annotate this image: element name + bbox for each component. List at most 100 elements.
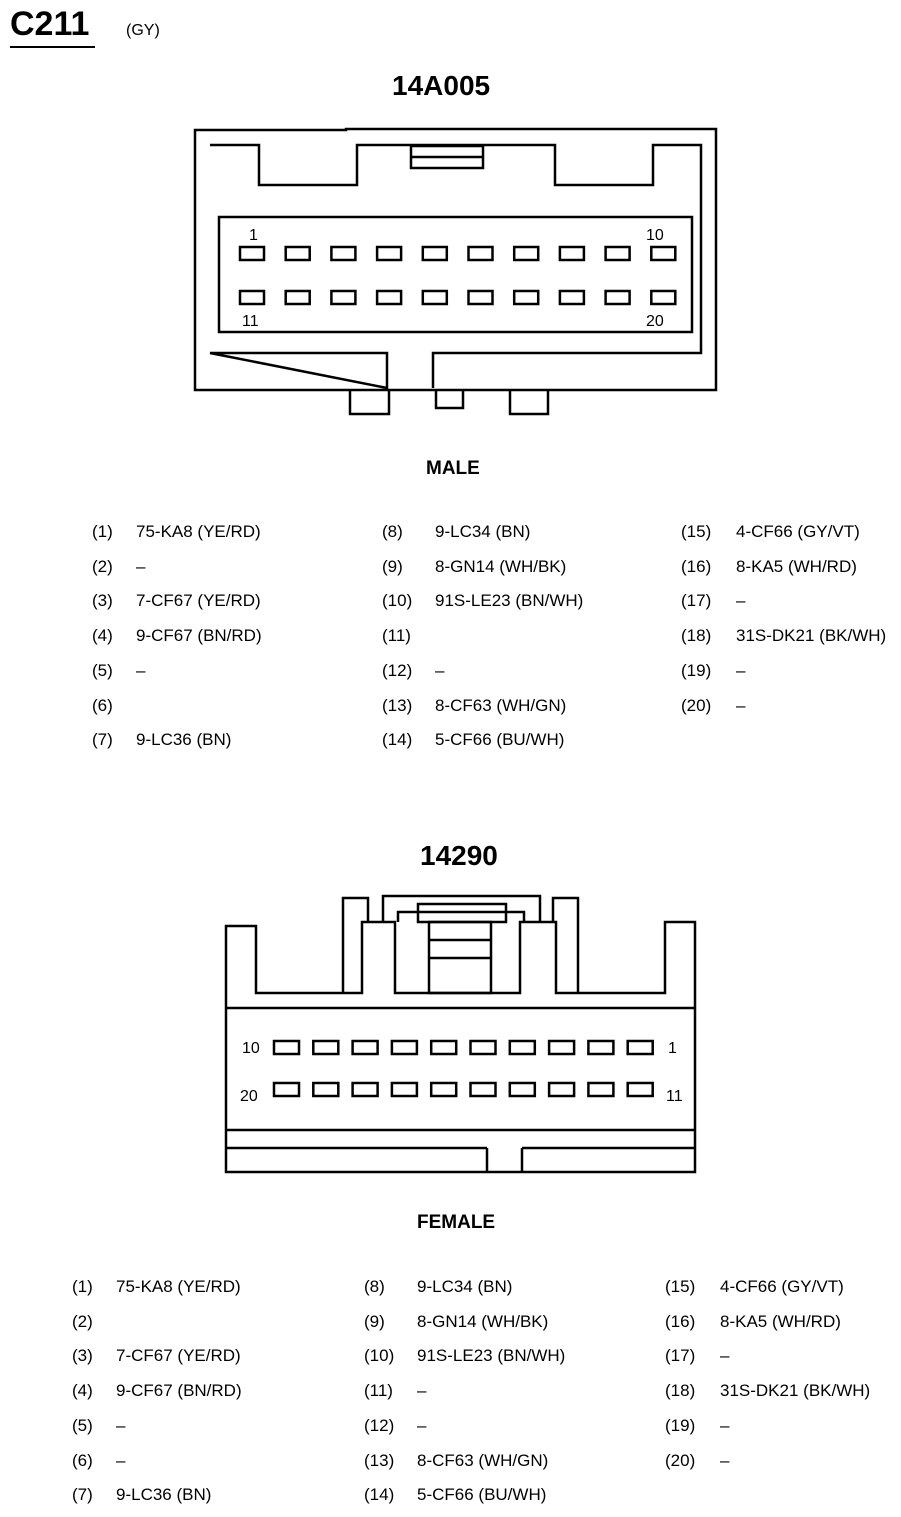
- male-pin-list: (1) 75-KA8 (YE/RD) (2) – (3) 7-CF67 (YE/RD) (4…: [0, 522, 901, 762]
- male-label-bottom-right: 20: [646, 313, 664, 330]
- female-label-top-left: 10: [242, 1040, 260, 1057]
- pin-number: (7): [92, 730, 113, 750]
- pin-number: (16): [665, 1311, 696, 1331]
- pin-wire: –: [136, 556, 146, 576]
- female-cavity: [547, 1039, 576, 1056]
- pin-number: (17): [665, 1346, 696, 1366]
- pin-number: (6): [92, 695, 113, 715]
- pin-number: (2): [72, 1311, 93, 1331]
- female-cavity: [429, 1081, 458, 1098]
- male-cavity: [375, 245, 403, 262]
- female-cavity: [469, 1039, 497, 1056]
- female-label-bottom-right: 11: [666, 1088, 683, 1105]
- pin-number: (9): [364, 1311, 385, 1331]
- female-cavity: [390, 1081, 419, 1098]
- male-connector-diagram: 1 10 11 20: [193, 127, 718, 416]
- pin-number: (15): [665, 1277, 696, 1296]
- pin-number: (18): [665, 1381, 696, 1401]
- pin-number: (15): [681, 522, 712, 541]
- pin-wire: 9-CF67 (BN/RD): [136, 626, 262, 646]
- pin-wire: 8-KA5 (WH/RD): [736, 556, 857, 576]
- pin-number: (5): [92, 660, 113, 680]
- pin-number: (12): [382, 660, 413, 680]
- pin-number: (18): [681, 626, 712, 646]
- pin-number: (20): [681, 695, 712, 715]
- male-cavity: [604, 245, 631, 262]
- male-foot-center: [434, 390, 465, 410]
- male-cavity: [238, 289, 266, 306]
- female-body: [224, 920, 697, 1174]
- pin-number: (4): [92, 626, 113, 646]
- female-label-top-right: 1: [668, 1040, 677, 1057]
- pin-wire: 31S-DK21 (BK/WH): [720, 1381, 871, 1401]
- female-cavity: [547, 1081, 576, 1098]
- female-label: FEMALE: [417, 1212, 496, 1233]
- female-cavity: [587, 1039, 615, 1056]
- pin-number: (11): [382, 626, 411, 646]
- female-cavity: [312, 1081, 340, 1098]
- pin-wire: 8-GN14 (WH/BK): [417, 1311, 549, 1331]
- pin-wire: 8-GN14 (WH/BK): [435, 556, 567, 576]
- pin-wire: 9-LC36 (BN): [136, 730, 232, 750]
- pin-number: (14): [382, 730, 413, 750]
- pin-wire: –: [136, 660, 146, 680]
- pin-wire: 5-CF66 (BU/WH): [417, 1485, 547, 1505]
- pin-wire: 31S-DK21 (BK/WH): [736, 626, 887, 646]
- male-cavity: [467, 289, 494, 306]
- pin-wire: 9-CF67 (BN/RD): [116, 1381, 242, 1401]
- pin-wire: –: [720, 1450, 730, 1470]
- pin-wire: 91S-LE23 (BN/WH): [417, 1346, 566, 1366]
- pin-number: (11): [364, 1381, 393, 1401]
- female-cavity: [508, 1081, 537, 1098]
- male-cavity: [558, 289, 586, 306]
- female-part-number: 14290: [420, 840, 498, 871]
- male-foot-left: [348, 390, 391, 416]
- female-cavity: [587, 1081, 615, 1098]
- pin-wire: 9-LC36 (BN): [116, 1485, 212, 1505]
- pin-number: (8): [382, 522, 403, 541]
- pin-number: (19): [665, 1415, 696, 1435]
- pin-number: (8): [364, 1277, 385, 1296]
- female-cavity: [390, 1039, 419, 1056]
- female-label-bottom-left: 20: [240, 1088, 258, 1105]
- male-cavity: [558, 245, 586, 262]
- pin-wire: 7-CF67 (YE/RD): [136, 591, 261, 611]
- pin-number: (2): [92, 556, 113, 576]
- pin-wire: –: [736, 660, 746, 680]
- pin-wire: 75-KA8 (YE/RD): [136, 522, 261, 541]
- pin-wire: 75-KA8 (YE/RD): [116, 1277, 241, 1296]
- pin-number: (4): [72, 1381, 93, 1401]
- male-cavity: [421, 289, 449, 306]
- male-label-bottom-left: 11: [242, 313, 259, 330]
- pin-number: (16): [681, 556, 712, 576]
- pin-number: (3): [92, 591, 113, 611]
- pin-wire: 5-CF66 (BU/WH): [435, 730, 565, 750]
- male-cavity: [650, 289, 677, 306]
- pin-number: (17): [681, 591, 712, 611]
- pin-number: (1): [92, 522, 113, 541]
- female-cavity: [272, 1039, 301, 1056]
- pin-number: (19): [681, 660, 712, 680]
- pin-number: (5): [72, 1415, 93, 1435]
- male-cavity: [467, 245, 494, 262]
- female-cavity: [508, 1039, 537, 1056]
- male-cavity: [604, 289, 631, 306]
- male-label: MALE: [426, 458, 480, 479]
- male-cavity: [512, 289, 540, 306]
- male-cavity: [330, 289, 357, 306]
- pin-number: (9): [382, 556, 403, 576]
- pin-wire: –: [720, 1415, 730, 1435]
- pin-number: (1): [72, 1277, 93, 1296]
- female-cavity: [351, 1039, 379, 1056]
- pin-wire: –: [736, 695, 746, 715]
- pin-number: (14): [364, 1485, 395, 1505]
- male-label-top-left: 1: [249, 227, 258, 244]
- pin-wire: –: [720, 1346, 730, 1366]
- pin-wire: –: [116, 1415, 126, 1435]
- pin-number: (3): [72, 1346, 93, 1366]
- female-cavity: [272, 1081, 301, 1098]
- pin-wire: 7-CF67 (YE/RD): [116, 1346, 241, 1366]
- male-cavity: [284, 289, 311, 306]
- pin-wire: 9-LC34 (BN): [417, 1277, 513, 1296]
- male-cavity: [650, 245, 677, 262]
